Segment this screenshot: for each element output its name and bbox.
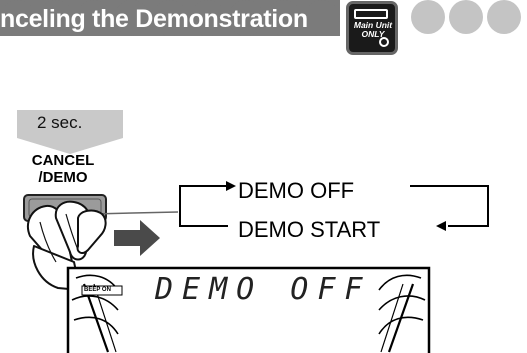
beep-on-indicator: BEEP ON [84,286,111,295]
arrow-right-icon [114,220,160,256]
demo-off-state: DEMO OFF [238,178,354,204]
demo-start-state: DEMO START [238,217,380,243]
arrow-to-demo-off-icon [226,181,236,191]
lcd-readout: DEMO OFF [155,272,372,307]
arrow-to-demo-start-icon [436,221,446,231]
